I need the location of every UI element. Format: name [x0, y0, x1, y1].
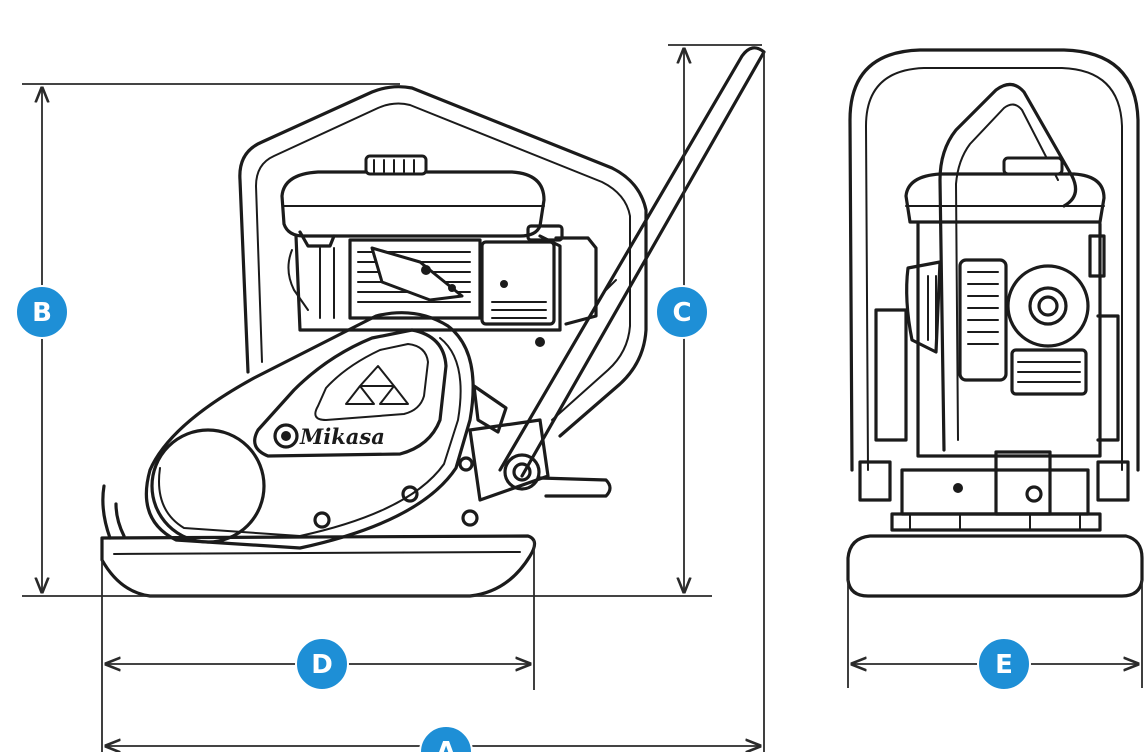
badge-b-label: B [32, 298, 52, 328]
badge-d-label: D [311, 650, 333, 680]
badge-a-label: A [436, 737, 456, 752]
front-view [846, 48, 1144, 598]
badge-b-circle [15, 285, 69, 339]
dimension-lines [22, 44, 1143, 752]
side-handle [458, 46, 766, 502]
dimension-badge-b: B [15, 285, 69, 339]
front-vibration-plate [846, 534, 1144, 598]
dimension-badge-d: D [295, 637, 349, 691]
badge-e-label: E [995, 650, 1013, 680]
front-inner-guard [938, 82, 1078, 452]
side-protective-frame-inner [255, 102, 631, 421]
front-protective-frame [848, 48, 1140, 472]
badge-e-circle [977, 637, 1031, 691]
badge-a-circle [419, 725, 473, 752]
badge-d-circle [295, 637, 349, 691]
dimension-badge-c: C [655, 285, 709, 339]
belt-cover: Mikasa [144, 311, 479, 550]
badge-c-circle [655, 285, 709, 339]
badge-c-label: C [672, 298, 691, 328]
engine-body [287, 224, 598, 347]
dimension-badge-a: A [419, 725, 473, 752]
dimension-badge-e: E [977, 637, 1031, 691]
engine-fuel-tank [280, 154, 546, 238]
side-vibration-plate [100, 484, 537, 598]
brand-logo-text: Mikasa [299, 424, 385, 449]
side-protective-frame [238, 85, 648, 438]
